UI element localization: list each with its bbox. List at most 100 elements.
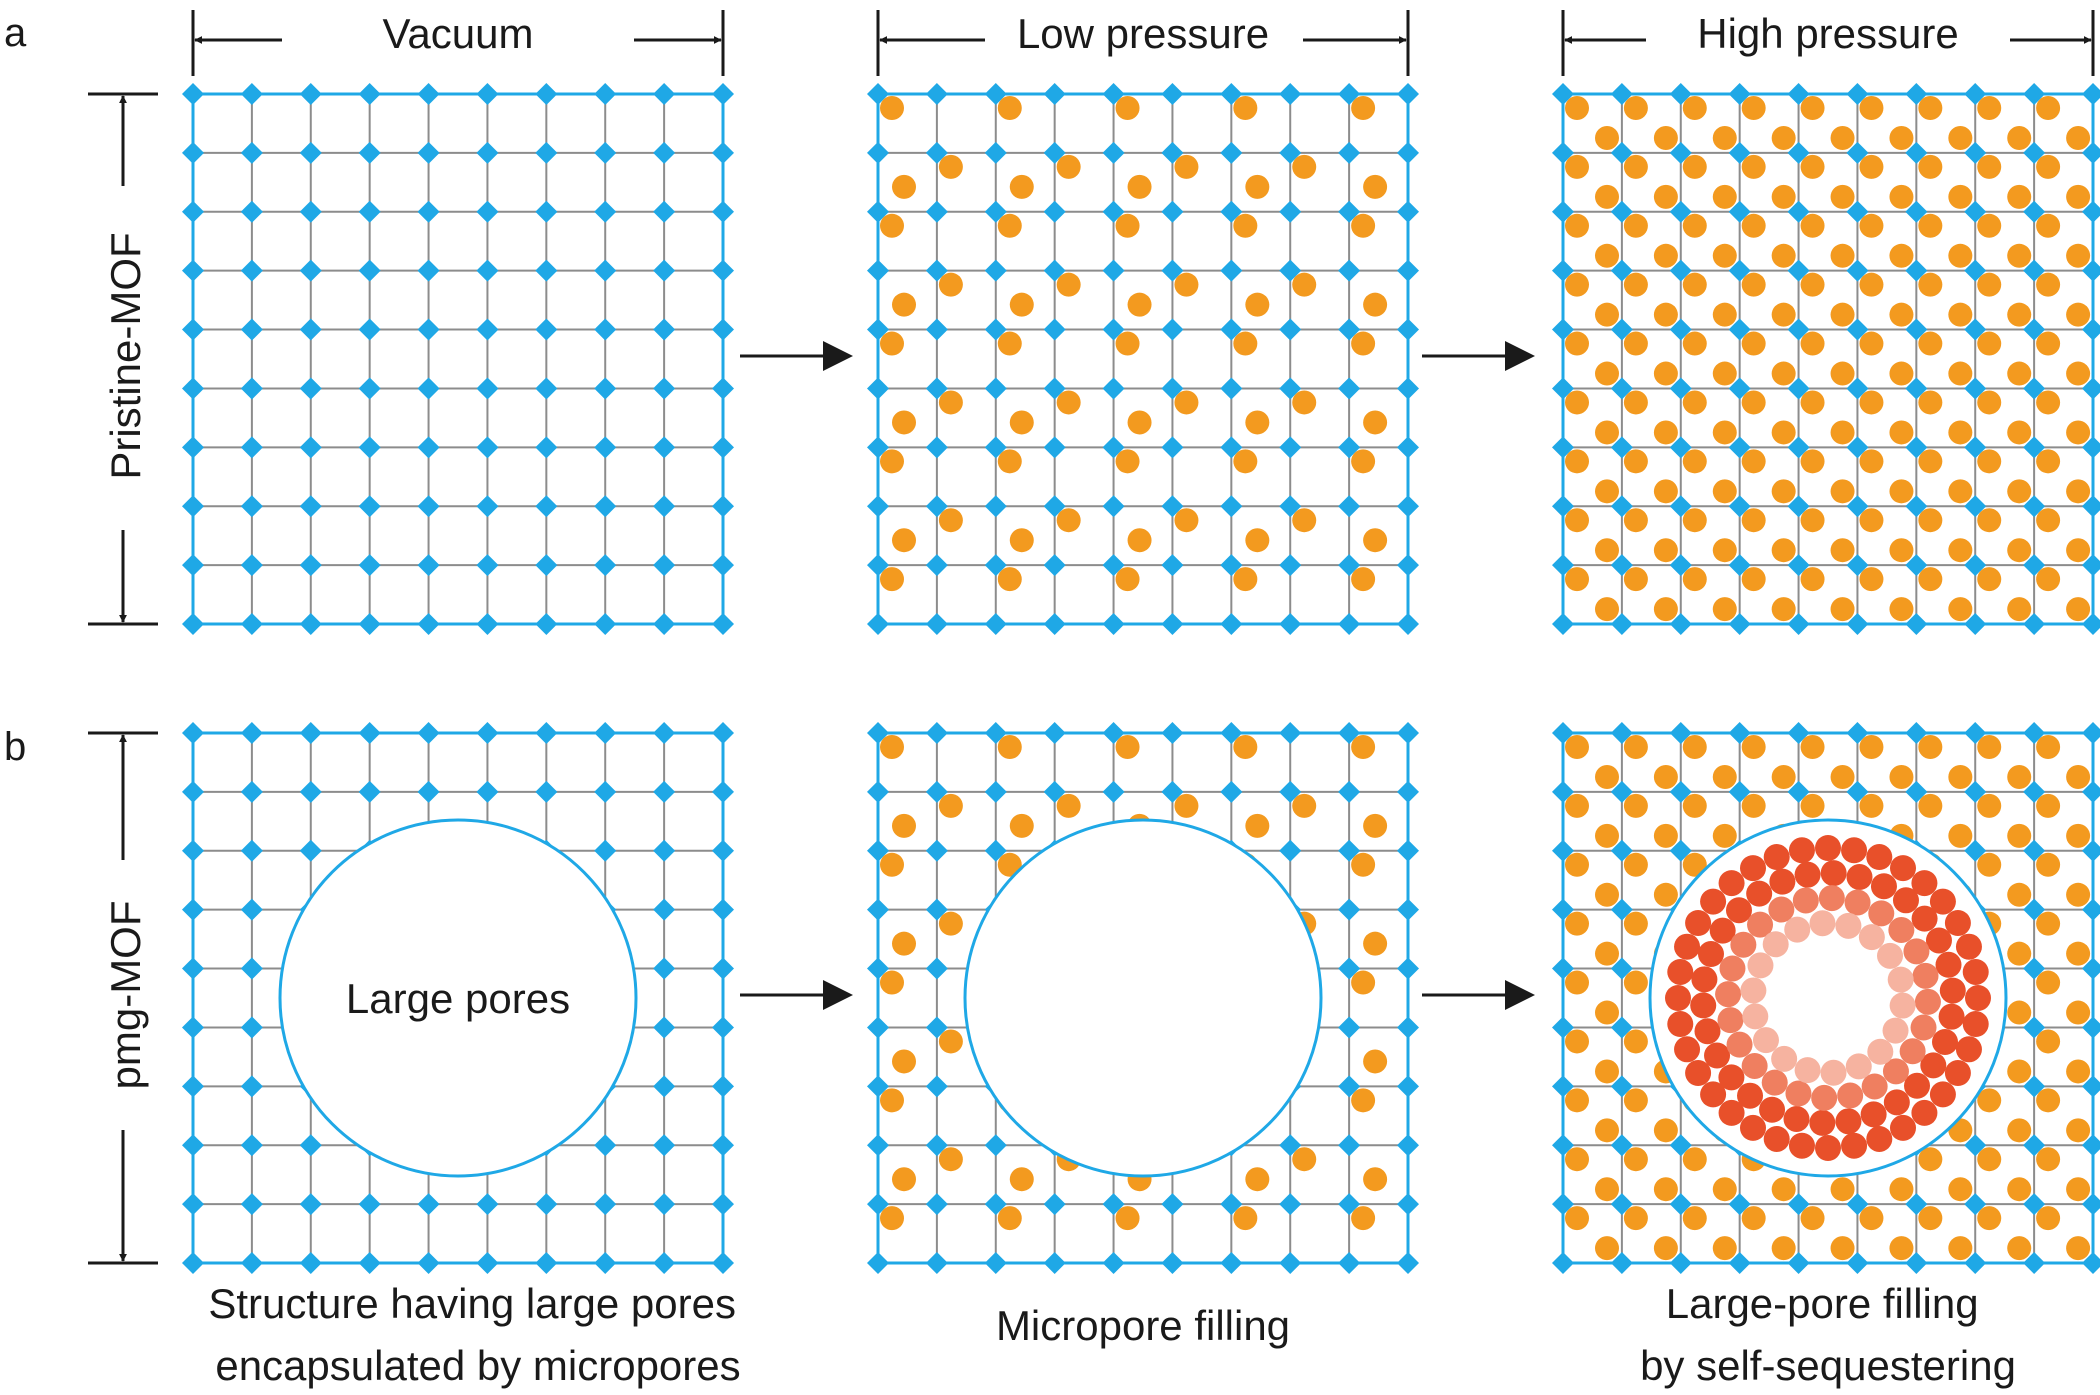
guest-molecule: [1623, 970, 1648, 995]
framework-node: [1043, 200, 1066, 223]
framework-node: [1043, 554, 1066, 577]
guest-molecule: [1127, 292, 1152, 317]
guest-molecule: [1712, 765, 1737, 789]
sequestered-guest-molecule: [1935, 951, 1962, 978]
sequestered-guest-molecule: [1685, 910, 1712, 936]
guest-molecule: [1741, 793, 1766, 818]
framework-node: [535, 318, 558, 341]
guest-molecule: [1623, 1088, 1648, 1113]
guest-molecule: [1682, 213, 1707, 238]
framework-node: [417, 141, 440, 164]
framework-node: [1787, 377, 1810, 400]
framework-node: [240, 318, 263, 341]
framework-node: [2023, 1193, 2046, 1216]
guest-molecule: [1741, 213, 1766, 238]
guest-molecule: [1653, 882, 1678, 907]
guest-molecule: [1682, 567, 1707, 592]
framework-node: [1338, 780, 1361, 803]
guest-molecule: [1977, 331, 2002, 356]
framework-node: [1102, 1193, 1125, 1216]
framework-node: [240, 436, 263, 459]
guest-molecule: [1623, 331, 1648, 356]
framework-node: [653, 1016, 676, 1039]
framework-node: [594, 436, 617, 459]
sequestered-guest-molecule: [1925, 927, 1952, 954]
guest-molecule: [1174, 390, 1199, 415]
guest-molecule: [2036, 567, 2061, 592]
guest-molecule: [1233, 735, 1258, 759]
framework-node: [358, 554, 381, 577]
framework-node: [1338, 259, 1361, 282]
guest-molecule: [1889, 538, 1914, 563]
guest-molecule: [2007, 765, 2032, 789]
guest-molecule: [2007, 479, 2032, 504]
guest-molecule: [2007, 126, 2032, 150]
framework-node: [925, 200, 948, 223]
framework-node: [2023, 436, 2046, 459]
guest-molecule: [2007, 823, 2032, 848]
guest-molecule: [1351, 449, 1376, 474]
framework-node: [358, 377, 381, 400]
framework-node: [2082, 377, 2100, 400]
guest-molecule: [1351, 852, 1376, 877]
framework-node: [1610, 141, 1633, 164]
sequestered-guest-molecule: [1904, 1072, 1931, 1099]
sequestered-guest-molecule: [1965, 985, 1991, 1011]
framework-node: [240, 839, 263, 862]
sequestered-guest-molecule: [1899, 1038, 1926, 1065]
sequestered-guest-molecule: [1815, 1135, 1841, 1161]
sequestered-guest-molecule: [1740, 1114, 1766, 1141]
framework-node: [1102, 436, 1125, 459]
guest-molecule: [2036, 96, 2061, 120]
guest-molecule: [1565, 1029, 1589, 1054]
framework-node: [2082, 957, 2100, 980]
framework-node: [1846, 1193, 1869, 1216]
guest-molecule: [1009, 410, 1034, 435]
guest-molecule: [1653, 538, 1678, 563]
framework-node: [984, 780, 1007, 803]
guest-molecule: [1623, 735, 1648, 759]
panel-b-low-pressure: [867, 722, 1419, 1274]
guest-molecule: [880, 852, 904, 877]
guest-molecule: [1595, 1000, 1619, 1025]
framework-node: [1220, 377, 1243, 400]
guest-molecule: [1918, 735, 1943, 759]
sequestered-guest-molecule: [1771, 1045, 1798, 1072]
sequestered-guest-molecule: [1938, 1003, 1965, 1030]
framework-node: [1905, 1193, 1928, 1216]
framework-node: [984, 141, 1007, 164]
framework-node: [1669, 318, 1692, 341]
framework-node: [1610, 1134, 1633, 1157]
guest-molecule: [1977, 272, 2002, 297]
framework-node: [417, 377, 440, 400]
framework-node: [1338, 377, 1361, 400]
guest-molecule: [1682, 154, 1707, 179]
framework-node: [1728, 495, 1751, 518]
framework-node: [240, 259, 263, 282]
sequestered-guest-molecule: [1719, 955, 1746, 982]
column-header-low-pressure: Low pressure: [1017, 10, 1269, 57]
guest-molecule: [2066, 1177, 2091, 1202]
guest-molecule: [1363, 813, 1388, 838]
framework-node: [1043, 780, 1066, 803]
guest-molecule: [1977, 390, 2002, 415]
framework-node: [2023, 780, 2046, 803]
framework-node: [1338, 141, 1361, 164]
guest-molecule: [938, 911, 963, 936]
guest-molecule: [1918, 96, 1943, 120]
guest-molecule: [2007, 941, 2032, 966]
guest-molecule: [1948, 597, 1973, 622]
framework-node: [2023, 1075, 2046, 1098]
framework-node: [594, 259, 617, 282]
guest-molecule: [1859, 1206, 1884, 1231]
framework-node: [1161, 436, 1184, 459]
guest-molecule: [1565, 331, 1589, 356]
framework-node: [1669, 436, 1692, 459]
framework-node: [653, 780, 676, 803]
panel-b-vacuum: [182, 722, 734, 1274]
guest-molecule: [1115, 213, 1140, 238]
framework-node: [299, 839, 322, 862]
framework-node: [925, 1016, 948, 1039]
guest-molecule: [2007, 1177, 2032, 1202]
framework-node: [358, 780, 381, 803]
